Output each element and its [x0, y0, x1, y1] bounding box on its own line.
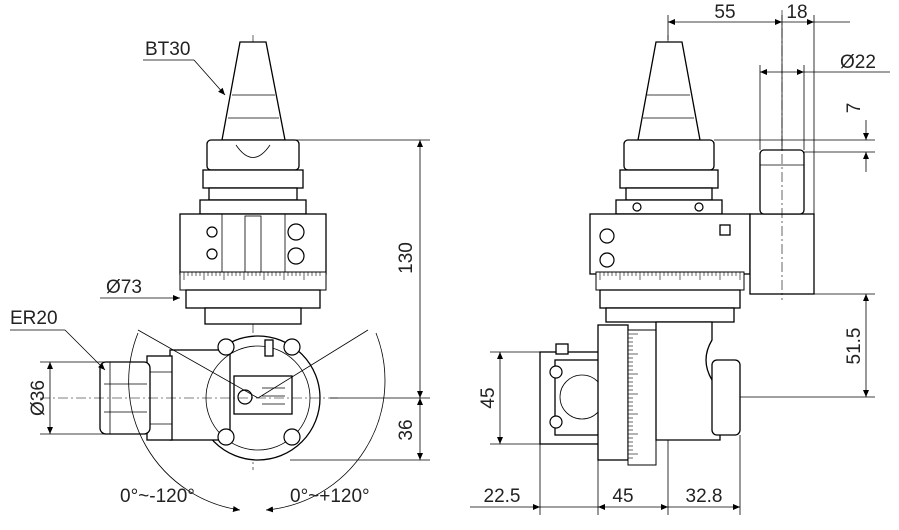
dim-36-label: 36 [396, 419, 417, 440]
dim-7: 7 [714, 103, 875, 172]
side-bt30-taper [637, 41, 701, 141]
side-angle-head [539, 321, 741, 466]
housing-block [179, 213, 327, 275]
er20-label: ER20 [10, 308, 58, 329]
dim-32-8-label: 32.8 [686, 486, 723, 507]
dim-130-label: 130 [396, 242, 417, 274]
dim-130: 130 [285, 139, 430, 399]
side-view: 55 18 Ø22 7 51.5 [470, 2, 890, 515]
dim-45-vertical: 45 [478, 351, 545, 445]
angle-scale-ring [179, 271, 327, 325]
dim-51-5: 51.5 [740, 293, 875, 398]
side-housing-block [589, 213, 751, 275]
dim-22-5-label: 22.5 [484, 486, 521, 507]
side-angle-scale-ring [595, 271, 745, 323]
angle-right-label: 0°~+120° [290, 486, 370, 507]
dia36-label: Ø36 [28, 380, 49, 416]
dim-55-18: 55 18 [667, 2, 850, 214]
dim-18-label: 18 [786, 2, 807, 23]
dia73-dimension: Ø73 [100, 277, 180, 301]
dia22-label: Ø22 [840, 52, 876, 73]
angle-left-label: 0°~-120° [120, 486, 195, 507]
dim-36: 36 [290, 398, 430, 461]
dia36-dimension: Ø36 [28, 361, 110, 435]
dia73-label: Ø73 [106, 277, 142, 298]
dim-55-label: 55 [714, 2, 735, 23]
angle-arc-right [265, 332, 386, 513]
bottom-dimensions: 22.5 45 32.8 [470, 435, 741, 515]
bt30-taper [221, 41, 286, 141]
dim-7-label: 7 [844, 103, 865, 114]
side-holder-flange [615, 139, 723, 215]
bt30-label: BT30 [145, 39, 190, 60]
dia22-dimension: Ø22 [759, 52, 890, 150]
bt30-leader: BT30 [143, 39, 226, 96]
holder-flange [199, 139, 307, 215]
dim-45-h-label: 45 [612, 486, 633, 507]
dim-51-5-label: 51.5 [844, 328, 865, 365]
dim-45-v-label: 45 [478, 387, 499, 408]
front-view: BT30 ER20 Ø73 130 36 [10, 35, 430, 513]
angle-arc-left [128, 332, 241, 512]
er20-leader: ER20 [10, 308, 106, 371]
